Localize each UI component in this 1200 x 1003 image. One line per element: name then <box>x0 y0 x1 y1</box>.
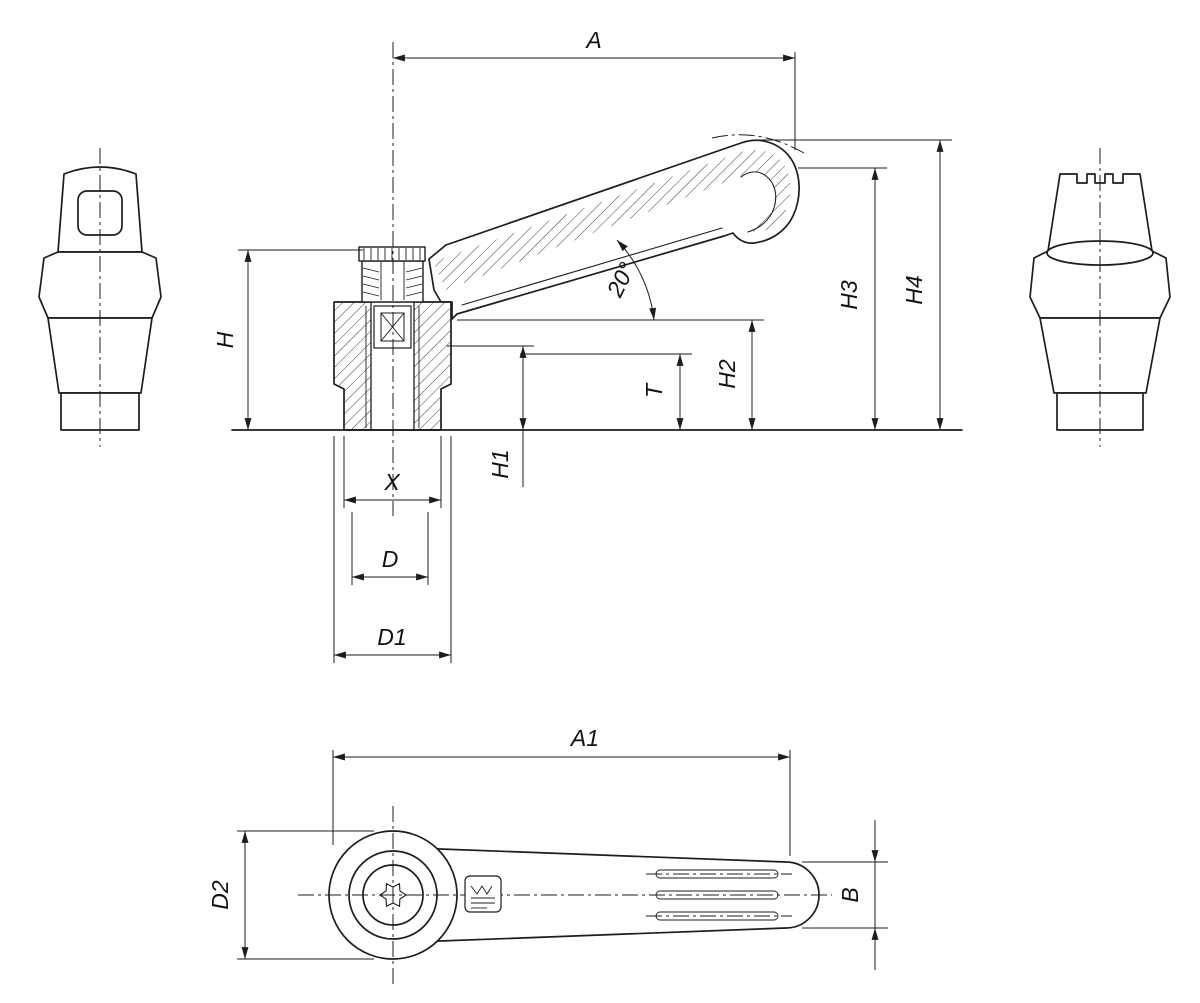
dim-arc-angle <box>616 239 657 321</box>
plan-view <box>298 806 832 988</box>
dim-label-h1: H1 <box>487 449 513 478</box>
spring-washers <box>362 262 423 300</box>
dim-label-x: X <box>383 469 401 495</box>
rear-view-body <box>1039 317 1161 394</box>
bushing-hatching-left <box>334 302 371 430</box>
dim-label-d1: D1 <box>377 624 406 650</box>
dim-label-b: B <box>837 887 863 902</box>
dim-label-h2: H2 <box>714 359 740 389</box>
side-view <box>231 42 963 516</box>
rear-view <box>1029 148 1171 447</box>
dim-label-h: H <box>212 331 238 348</box>
bushing-hatching-right <box>414 302 451 430</box>
dim-label-d: D <box>382 546 399 572</box>
cap-and-spring-stack <box>358 246 426 303</box>
front-view <box>38 148 162 447</box>
dimensions-plan-view: A1 D2 B <box>207 725 888 970</box>
dimensions-side-view: A H 20° H1 T H2 H3 H4 X D D1 <box>212 27 952 663</box>
dim-label-a: A <box>584 27 601 53</box>
lever-arm-wall-line <box>461 227 723 306</box>
lever-arm-hatching <box>433 149 791 290</box>
dim-label-d2: D2 <box>207 880 233 910</box>
kipp-logo-stamp <box>464 875 502 913</box>
cap-knurling <box>363 248 421 260</box>
dim-label-t: T <box>641 382 667 398</box>
dim-label-a1: A1 <box>569 725 599 751</box>
dim-label-h4: H4 <box>901 275 927 304</box>
front-view-body <box>47 317 153 394</box>
dim-label-h3: H3 <box>836 280 862 310</box>
